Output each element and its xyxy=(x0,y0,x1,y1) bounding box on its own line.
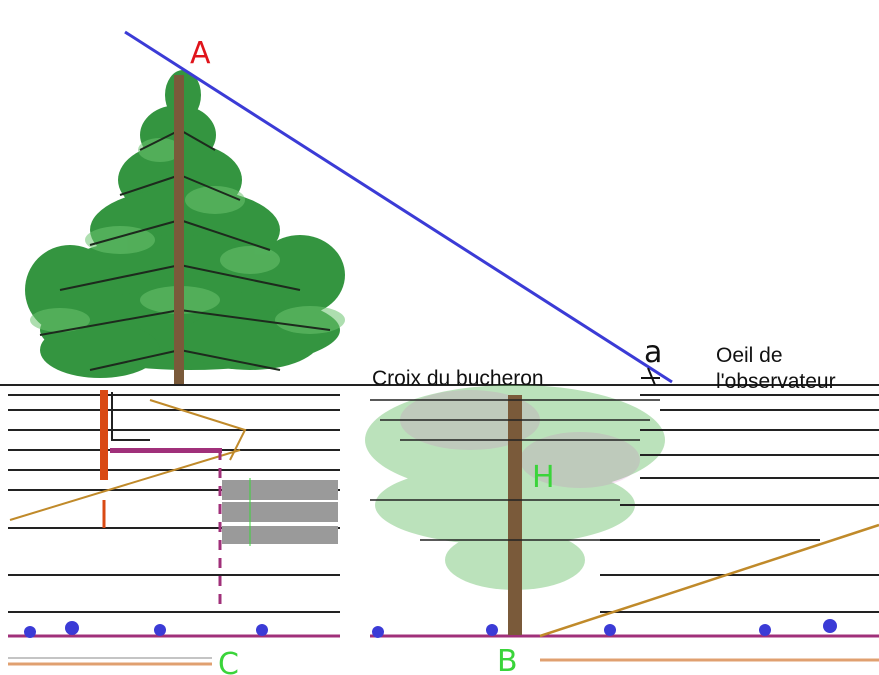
stick xyxy=(100,390,108,480)
caption-eye-line1: Oeil de xyxy=(716,344,783,367)
label-C: C xyxy=(218,647,239,675)
sight-line xyxy=(124,30,673,384)
label-a: a xyxy=(644,335,662,370)
label-H: H xyxy=(532,460,555,495)
ground-bottom xyxy=(8,634,879,666)
tree-trunk xyxy=(174,75,184,385)
caption-cross: Croix du bucheron xyxy=(372,367,544,390)
shadow-block xyxy=(222,478,338,546)
cross-bracket xyxy=(111,392,150,441)
tree-foliage-light xyxy=(30,138,345,334)
label-A: A xyxy=(190,36,211,71)
ground-tufts xyxy=(24,619,837,638)
cross-arm xyxy=(110,448,222,453)
tree-upper xyxy=(25,70,345,385)
tree-lower xyxy=(365,385,665,635)
tree-lower-trunk xyxy=(508,395,522,635)
label-B: B xyxy=(497,644,518,675)
caption-eye-line2: l'observateur xyxy=(716,370,836,393)
baseline-diagonal xyxy=(539,523,879,638)
right-lower-lines xyxy=(600,394,879,613)
tree-branches xyxy=(39,129,331,371)
cross-marker xyxy=(641,367,660,386)
left-slants xyxy=(9,399,247,521)
